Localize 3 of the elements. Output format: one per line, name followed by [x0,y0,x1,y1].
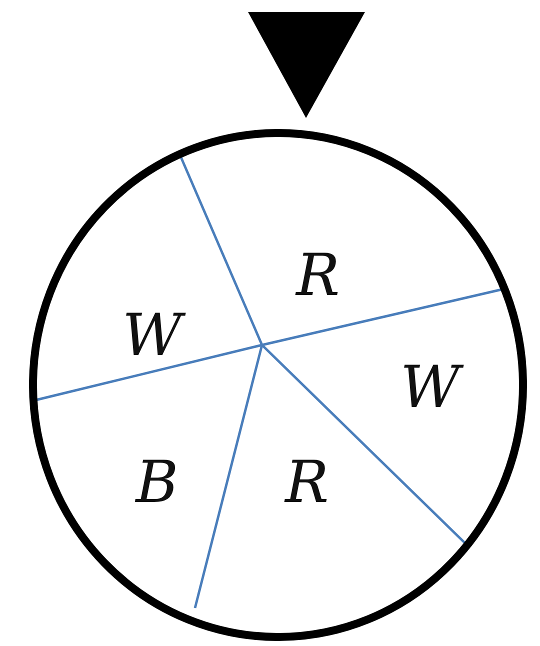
sector-label: B [136,453,178,511]
sector-label: R [285,453,329,511]
sector-label: R [296,246,340,304]
